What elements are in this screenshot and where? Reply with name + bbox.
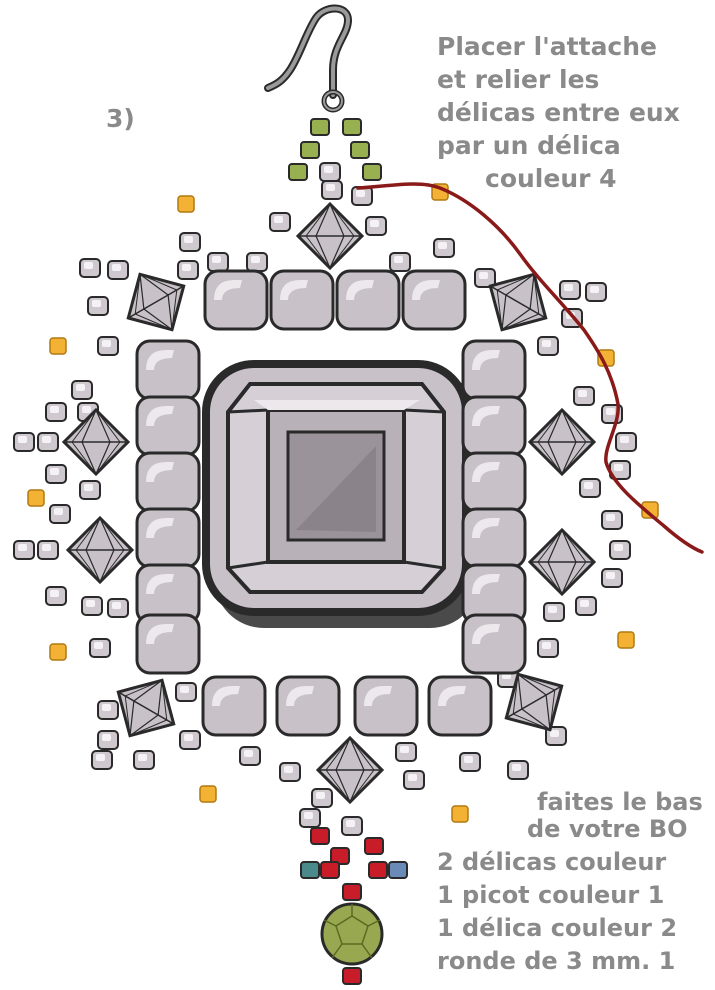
bottom-line-6: ronde de 3 mm. 1	[437, 945, 703, 978]
instruction-line-4: par un délica	[437, 129, 680, 162]
bottom-line-4: 1 picot couleur 1	[437, 879, 703, 912]
instruction-line-1: Placer l'attache	[437, 30, 680, 63]
ear-wire-hook	[268, 8, 348, 110]
instruction-line-2: et relier les	[437, 63, 680, 96]
step-number: 3)	[106, 102, 135, 135]
bottom-line-3: 2 délicas couleur	[437, 846, 703, 879]
bottom-instruction-text: faites le bas de votre BO 2 délicas coul…	[437, 786, 703, 978]
instruction-text: Placer l'attache et relier les délicas e…	[437, 30, 680, 195]
bottom-line-5: 1 délica couleur 2	[437, 912, 703, 945]
instruction-line-5: couleur 4	[437, 162, 680, 195]
bottom-dangle	[301, 828, 407, 984]
bottom-line-2: de votre BO	[437, 813, 703, 846]
instruction-line-3: délicas entre eux	[437, 96, 680, 129]
top-green-delicas	[289, 119, 381, 181]
central-square-crystal	[206, 364, 480, 628]
